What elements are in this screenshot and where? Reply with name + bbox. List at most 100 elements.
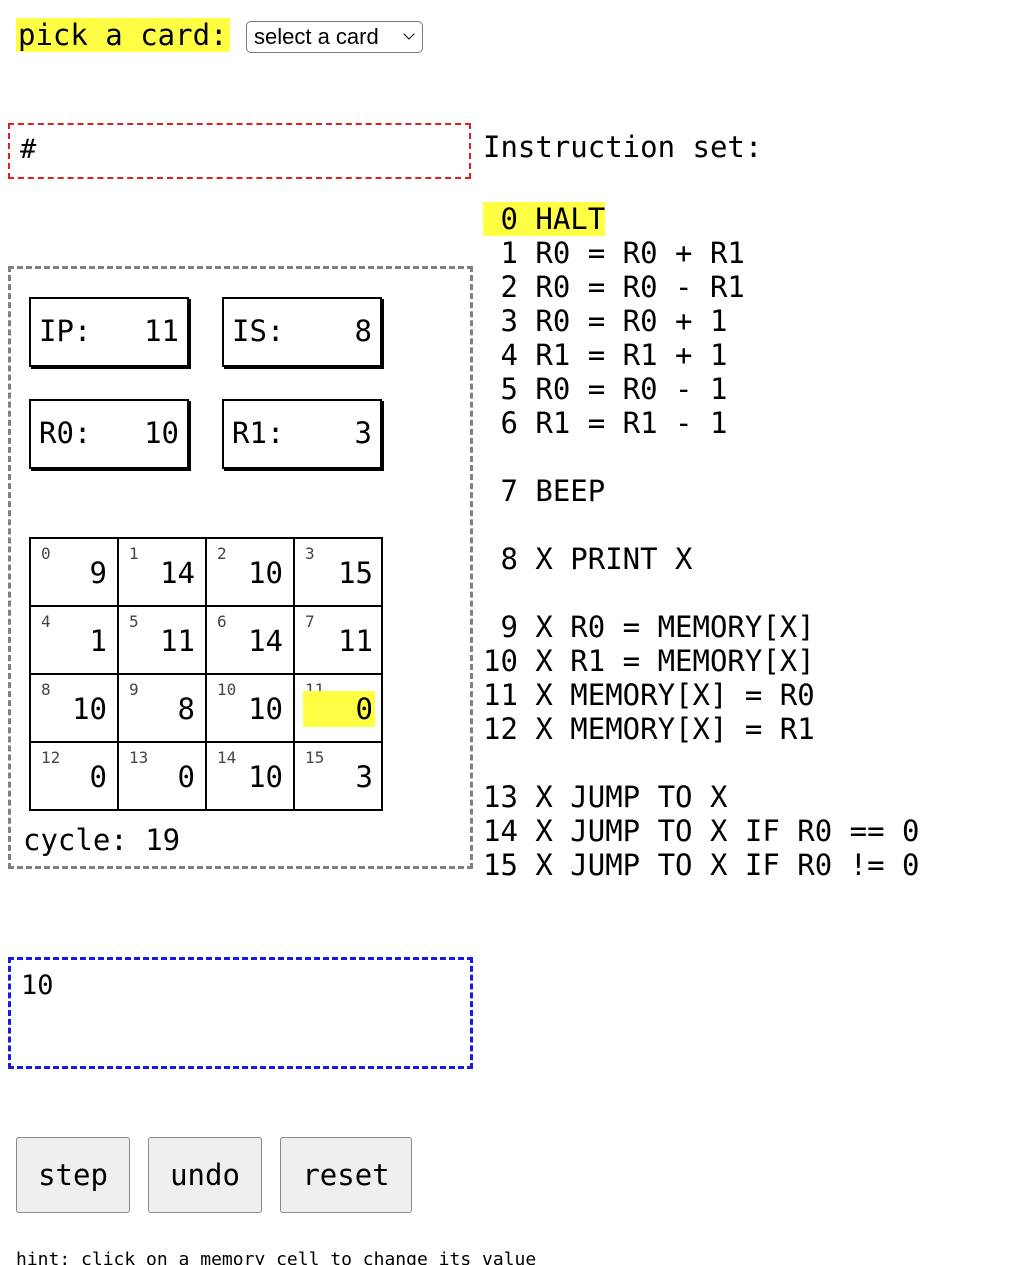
memory-cell-value: 0	[89, 760, 107, 794]
memory-cell-value: 14	[160, 556, 195, 590]
register-r0-value: 10	[144, 416, 179, 450]
instruction-item: 6 R1 = R1 - 1	[483, 406, 727, 440]
memory-cell-value: 0	[177, 760, 195, 794]
pick-card-label: pick a card:	[16, 18, 230, 52]
instruction-text: 7 BEEP	[483, 474, 606, 508]
cycle-counter: cycle: 19	[23, 823, 181, 857]
memory-cell[interactable]: 2 10	[207, 539, 295, 607]
input-box[interactable]: 10	[8, 957, 473, 1069]
instruction-text: 8 X PRINT X	[483, 542, 693, 576]
memory-cell-value: 14	[248, 624, 283, 658]
instruction-item: 8 X PRINT X	[483, 542, 693, 576]
memory-cell-address: 2	[217, 544, 227, 563]
memory-cell-value: 3	[355, 760, 373, 794]
memory-cell-value: 11	[160, 624, 195, 658]
memory-cell-value: 10	[72, 692, 107, 726]
instruction-item: 9 X R0 = MEMORY[X]	[483, 610, 815, 644]
memory-cell-address: 4	[41, 612, 51, 631]
memory-cell[interactable]: 13 0	[119, 743, 207, 811]
memory-cell[interactable]: 1 14	[119, 539, 207, 607]
instruction-item: 14 X JUMP TO X IF R0 == 0	[483, 814, 920, 848]
memory-cell-address: 9	[129, 680, 139, 699]
memory-cell[interactable]: 3 15	[295, 539, 383, 607]
instruction-text: 2 R0 = R0 - R1	[483, 270, 745, 304]
instruction-item: 2 R0 = R0 - R1	[483, 270, 745, 304]
memory-cell-value: 10	[248, 692, 283, 726]
memory-cell[interactable]: 10 10	[207, 675, 295, 743]
memory-cell-address: 7	[305, 612, 315, 631]
instruction-text: 9 X R0 = MEMORY[X]	[483, 610, 815, 644]
memory-cell[interactable]: 8 10	[31, 675, 119, 743]
instruction-text: 15 X JUMP TO X IF R0 != 0	[483, 848, 920, 882]
register-r1: R1: 3	[222, 399, 382, 469]
memory-cell-value: 10	[248, 760, 283, 794]
register-r0: R0: 10	[29, 399, 189, 469]
reset-button[interactable]: reset	[280, 1137, 412, 1213]
hint-text: hint: click on a memory cell to change i…	[16, 1249, 537, 1265]
instruction-text: 10 X R1 = MEMORY[X]	[483, 644, 815, 678]
input-text: 10	[21, 970, 54, 1001]
memory-cell-address: 10	[217, 680, 237, 699]
instruction-set-title: Instruction set:	[483, 130, 763, 164]
instruction-text: 4 R1 = R1 + 1	[483, 338, 728, 372]
register-r1-value: 3	[354, 416, 372, 450]
memory-cell-address: 0	[41, 544, 51, 563]
chevron-down-icon	[403, 28, 415, 40]
memory-cell-address: 6	[217, 612, 227, 631]
register-ip: IP: 11	[29, 297, 189, 367]
memory-cell-value: 1	[89, 624, 107, 658]
instruction-text: 5 R0 = R0 - 1	[483, 372, 728, 406]
memory-cell[interactable]: 15 3	[295, 743, 383, 811]
memory-cell-address: 13	[129, 748, 149, 767]
card-select[interactable]: select a card	[246, 21, 423, 53]
instruction-text: 14 X JUMP TO X IF R0 == 0	[483, 814, 920, 848]
instruction-item: 5 R0 = R0 - 1	[483, 372, 727, 406]
register-is-label: IS:	[232, 314, 285, 348]
output-text: #	[20, 134, 37, 165]
instruction-text: 1 R0 = R0 + R1	[483, 236, 745, 270]
memory-cell[interactable]: 14 10	[207, 743, 295, 811]
memory-cell-address: 8	[41, 680, 51, 699]
step-button[interactable]: step	[16, 1137, 130, 1213]
instruction-item: 12 X MEMORY[X] = R1	[483, 712, 815, 746]
memory-cell-value: 15	[338, 556, 373, 590]
register-is-value: 8	[354, 314, 372, 348]
register-r1-label: R1:	[232, 416, 285, 450]
register-ip-label: IP:	[39, 314, 92, 348]
instruction-text: 6 R1 = R1 - 1	[483, 406, 728, 440]
instruction-item: 0 HALT	[483, 202, 606, 236]
instruction-item: 3 R0 = R0 + 1	[483, 304, 727, 338]
undo-button[interactable]: undo	[148, 1137, 262, 1213]
instruction-item: 15 X JUMP TO X IF R0 != 0	[483, 848, 920, 882]
instruction-text: 11 X MEMORY[X] = R0	[483, 678, 815, 712]
instruction-item: 10 X R1 = MEMORY[X]	[483, 644, 815, 678]
register-r0-label: R0:	[39, 416, 92, 450]
instruction-text: 3 R0 = R0 + 1	[483, 304, 728, 338]
memory-cell[interactable]: 6 14	[207, 607, 295, 675]
memory-cell-address: 15	[305, 748, 325, 767]
memory-cell-value: 8	[177, 692, 195, 726]
memory-cell-value: 10	[248, 556, 283, 590]
instruction-item: 4 R1 = R1 + 1	[483, 338, 727, 372]
memory-cell-address: 12	[41, 748, 61, 767]
instruction-item: 7 BEEP	[483, 474, 605, 508]
memory-cell-address: 1	[129, 544, 139, 563]
memory-cell-address: 14	[217, 748, 237, 767]
register-is: IS: 8	[222, 297, 382, 367]
memory-cell-value: 9	[89, 556, 107, 590]
memory-cell[interactable]: 12 0	[31, 743, 119, 811]
memory-cell-address: 3	[305, 544, 315, 563]
instruction-item: 11 X MEMORY[X] = R0	[483, 678, 815, 712]
output-box: #	[8, 123, 471, 179]
instruction-item: 1 R0 = R0 + R1	[483, 236, 745, 270]
memory-cell-value: 0	[303, 691, 375, 727]
register-ip-value: 11	[144, 314, 179, 348]
